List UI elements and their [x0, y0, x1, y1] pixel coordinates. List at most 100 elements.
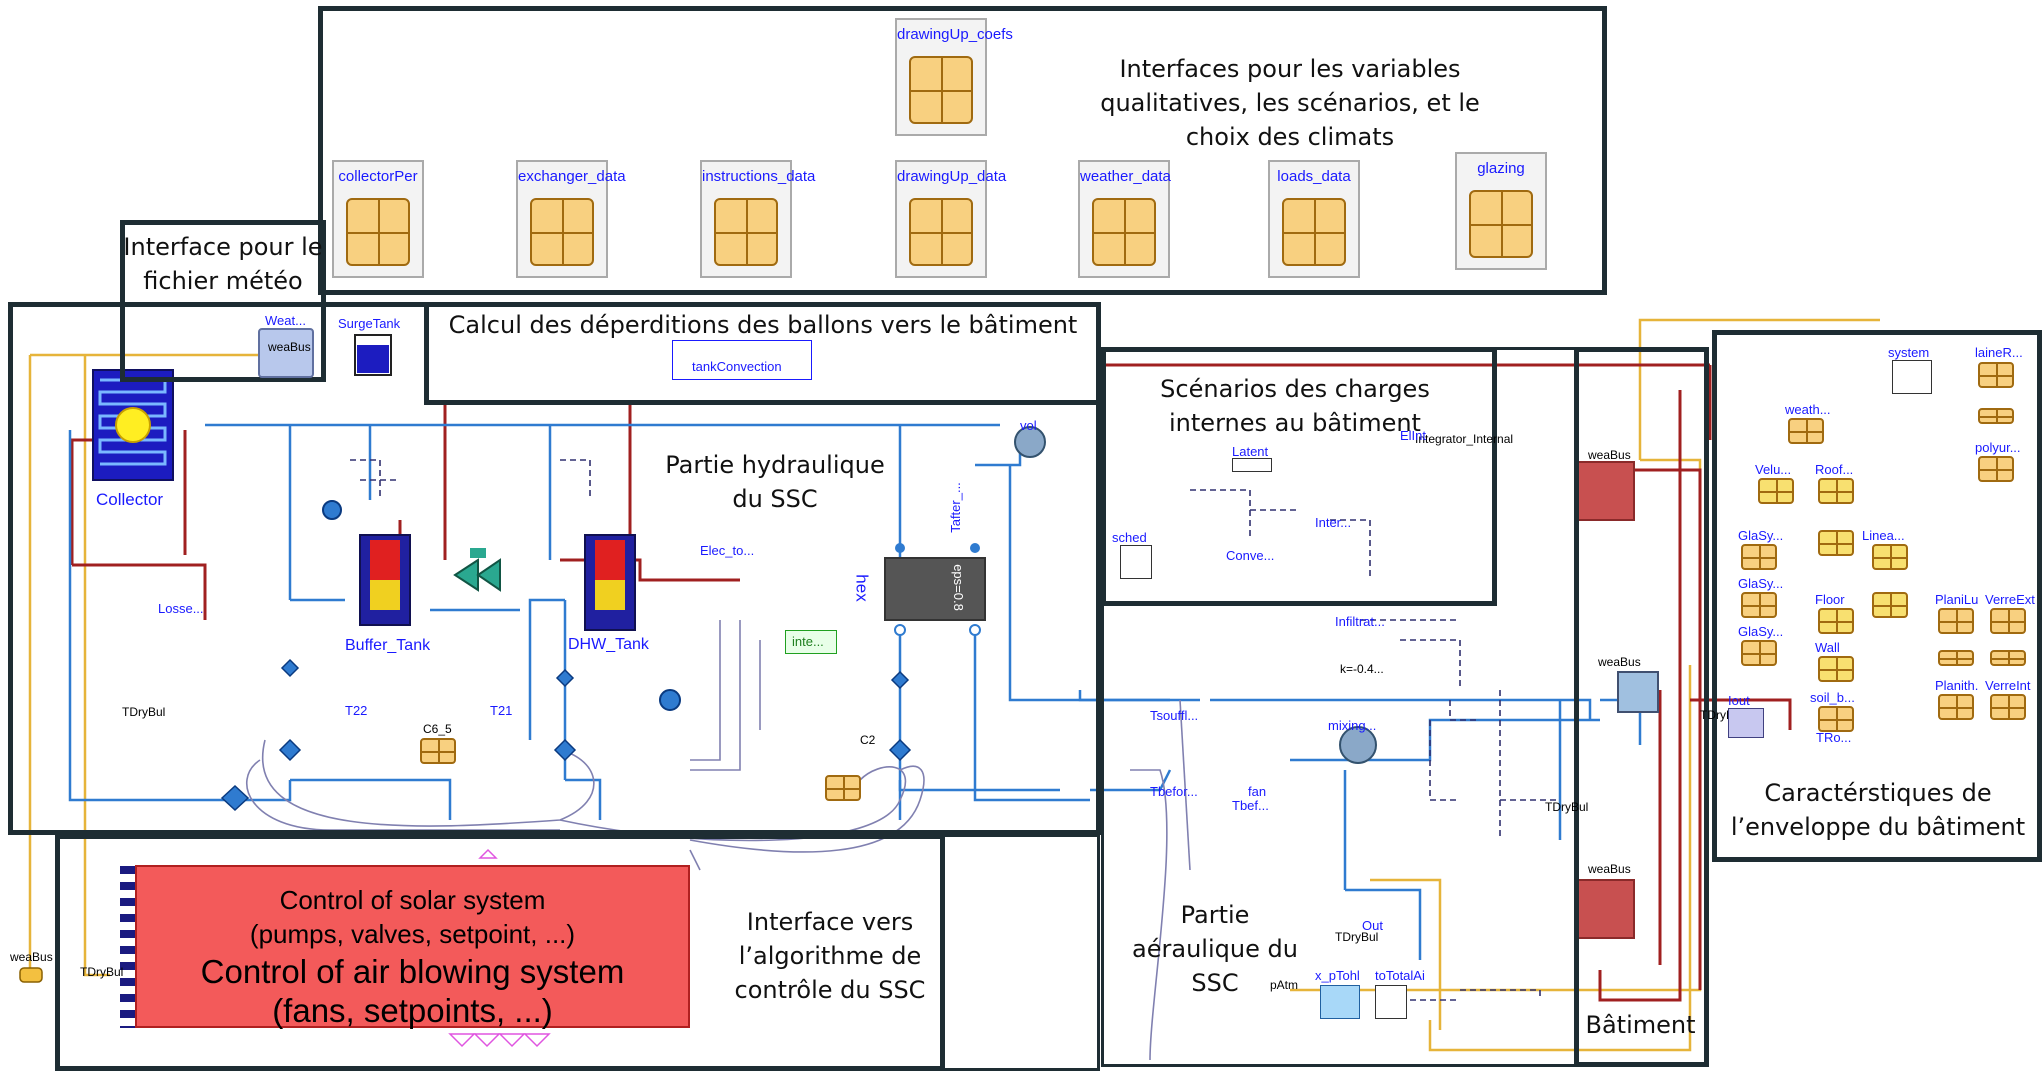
linea-icon-2[interactable] [1872, 592, 1908, 618]
infiltrat-label: Infiltrat... [1335, 614, 1385, 629]
record-icon [530, 198, 594, 266]
record-label: drawingUp_coefs [897, 26, 985, 43]
record-icon [1469, 190, 1533, 258]
t22-label: T22 [345, 703, 367, 718]
laine-label: laineR... [1975, 345, 2023, 360]
record-weather-data[interactable]: weather_data [1078, 160, 1170, 278]
integrator-label: Integrator_Internal [1415, 432, 1513, 446]
conve-label: Conve... [1226, 548, 1274, 563]
weabus-connector[interactable] [20, 968, 42, 982]
verreint-icon[interactable] [1990, 694, 2026, 720]
glasy-icon-1[interactable] [1741, 544, 1777, 570]
planith-label: Planith. [1935, 678, 1978, 693]
weabus-label-3: weaBus [1598, 655, 1641, 669]
roof-icon-2[interactable] [1818, 530, 1854, 556]
controller-line-3: Control of air blowing system [137, 953, 688, 991]
ptohl-label: x_pTohl [1315, 968, 1360, 983]
controller-block[interactable]: Control of solar system (pumps, valves, … [135, 865, 690, 1028]
c6-5-icon[interactable] [420, 738, 456, 764]
record-collectorper[interactable]: collectorPer [332, 160, 424, 278]
elint-label: ElInt [1400, 428, 1426, 443]
tankconvection-block[interactable] [672, 340, 812, 380]
envelope-note: Caractérstiques de l’enveloppe du bâtime… [1718, 776, 2038, 844]
control-inner-region [940, 834, 1100, 1071]
floor-label: Floor [1815, 592, 1845, 607]
planith-icon[interactable] [1938, 694, 1974, 720]
glasy-label-3: GlaSy... [1738, 624, 1783, 639]
glasy-icon-3[interactable] [1741, 640, 1777, 666]
controller-line-4: (fans, setpoints, ...) [137, 992, 688, 1030]
sched-block[interactable] [1120, 545, 1152, 579]
polyur-icon[interactable] [1978, 456, 2014, 482]
record-exchanger-data[interactable]: exchanger_data [516, 160, 608, 278]
record-icon [1092, 198, 1156, 266]
record-instructions-data[interactable]: instructions_data [700, 160, 792, 278]
iout-label: Iout [1728, 693, 1750, 708]
verreext-icon-2[interactable] [1990, 650, 2026, 666]
roof-icon[interactable] [1818, 478, 1854, 504]
velu-label: Velu... [1755, 462, 1791, 477]
tdrybul-label: TDryBul [122, 705, 165, 719]
envelope-icon-extra[interactable] [1978, 408, 2014, 424]
totalai-block[interactable] [1375, 985, 1407, 1019]
k-infil-label: k=-0.4... [1340, 662, 1384, 676]
latent-block[interactable] [1232, 458, 1272, 472]
planilu-icon[interactable] [1938, 608, 1974, 634]
totalai-label: toTotalAi [1375, 968, 1425, 983]
glasy-icon-2[interactable] [1741, 592, 1777, 618]
record-drawingup-coefs[interactable]: drawingUp_coefs [895, 18, 987, 136]
wall-icon[interactable] [1818, 656, 1854, 682]
verreext-label: VerreExt [1985, 592, 2035, 607]
weather-label: Weat... [265, 313, 306, 328]
weabus-label-5: weaBus [10, 950, 53, 964]
tsouffl-label: Tsouffl... [1150, 708, 1198, 723]
iout-block[interactable] [1728, 708, 1764, 738]
c2-icon[interactable] [825, 775, 861, 801]
record-label: loads_data [1270, 168, 1358, 185]
laine-icon[interactable] [1978, 362, 2014, 388]
sched-label: sched [1112, 530, 1147, 545]
tdrybul-label-2: TDryBul [1335, 930, 1378, 944]
mixing-label: mixing... [1328, 718, 1376, 733]
soil-icon[interactable] [1818, 706, 1854, 732]
soil-label: soil_b... [1810, 690, 1855, 705]
planilu-icon-2[interactable] [1938, 650, 1974, 666]
dhw-tank-label: DHW_Tank [568, 636, 649, 654]
patm-label: pAtm [1270, 978, 1298, 992]
verreint-label: VerreInt [1985, 678, 2031, 693]
buffer-tank-label: Buffer_Tank [345, 637, 430, 655]
roof-label: Roof... [1815, 462, 1853, 477]
record-glazing[interactable]: glazing [1455, 152, 1547, 270]
glasy-label-1: GlaSy... [1738, 528, 1783, 543]
record-icon [909, 56, 973, 124]
weather-interface-note: Interface pour le fichier météo [123, 230, 323, 298]
velu-icon[interactable] [1758, 478, 1794, 504]
record-loads-data[interactable]: loads_data [1268, 160, 1360, 278]
controller-line-1: Control of solar system [137, 885, 688, 916]
system-label: system [1888, 345, 1929, 360]
tbefor-label: Tbefor... [1150, 784, 1198, 799]
weabus-label-2: weaBus [1588, 448, 1631, 462]
collector-label: Collector [96, 490, 163, 510]
building-note: Bâtiment [1578, 1008, 1703, 1042]
elec-to-label: Elec_to... [700, 543, 754, 558]
weath-icon[interactable] [1788, 418, 1824, 444]
weabus-label-4: weaBus [1588, 862, 1631, 876]
interfaces-note: Interfaces pour les variables qualitativ… [1080, 52, 1500, 154]
tafter-label: Tafter_... [948, 482, 963, 533]
record-label: glazing [1457, 160, 1545, 177]
floor-icon[interactable] [1818, 608, 1854, 634]
record-icon [909, 198, 973, 266]
record-label: collectorPer [334, 168, 422, 185]
linea-icon[interactable] [1872, 544, 1908, 570]
hex-label: hex [852, 574, 872, 601]
inter-label: Inter... [1315, 515, 1351, 530]
latent-label: Latent [1232, 444, 1268, 459]
verreext-icon[interactable] [1990, 608, 2026, 634]
polyur-label: polyur... [1975, 440, 2021, 455]
record-drawingup-data[interactable]: drawingUp_data [895, 160, 987, 278]
system-block[interactable] [1892, 360, 1932, 394]
glasy-label-2: GlaSy... [1738, 576, 1783, 591]
eps-label: eps=0.8 [951, 564, 966, 611]
ptohl-block[interactable] [1320, 985, 1360, 1019]
